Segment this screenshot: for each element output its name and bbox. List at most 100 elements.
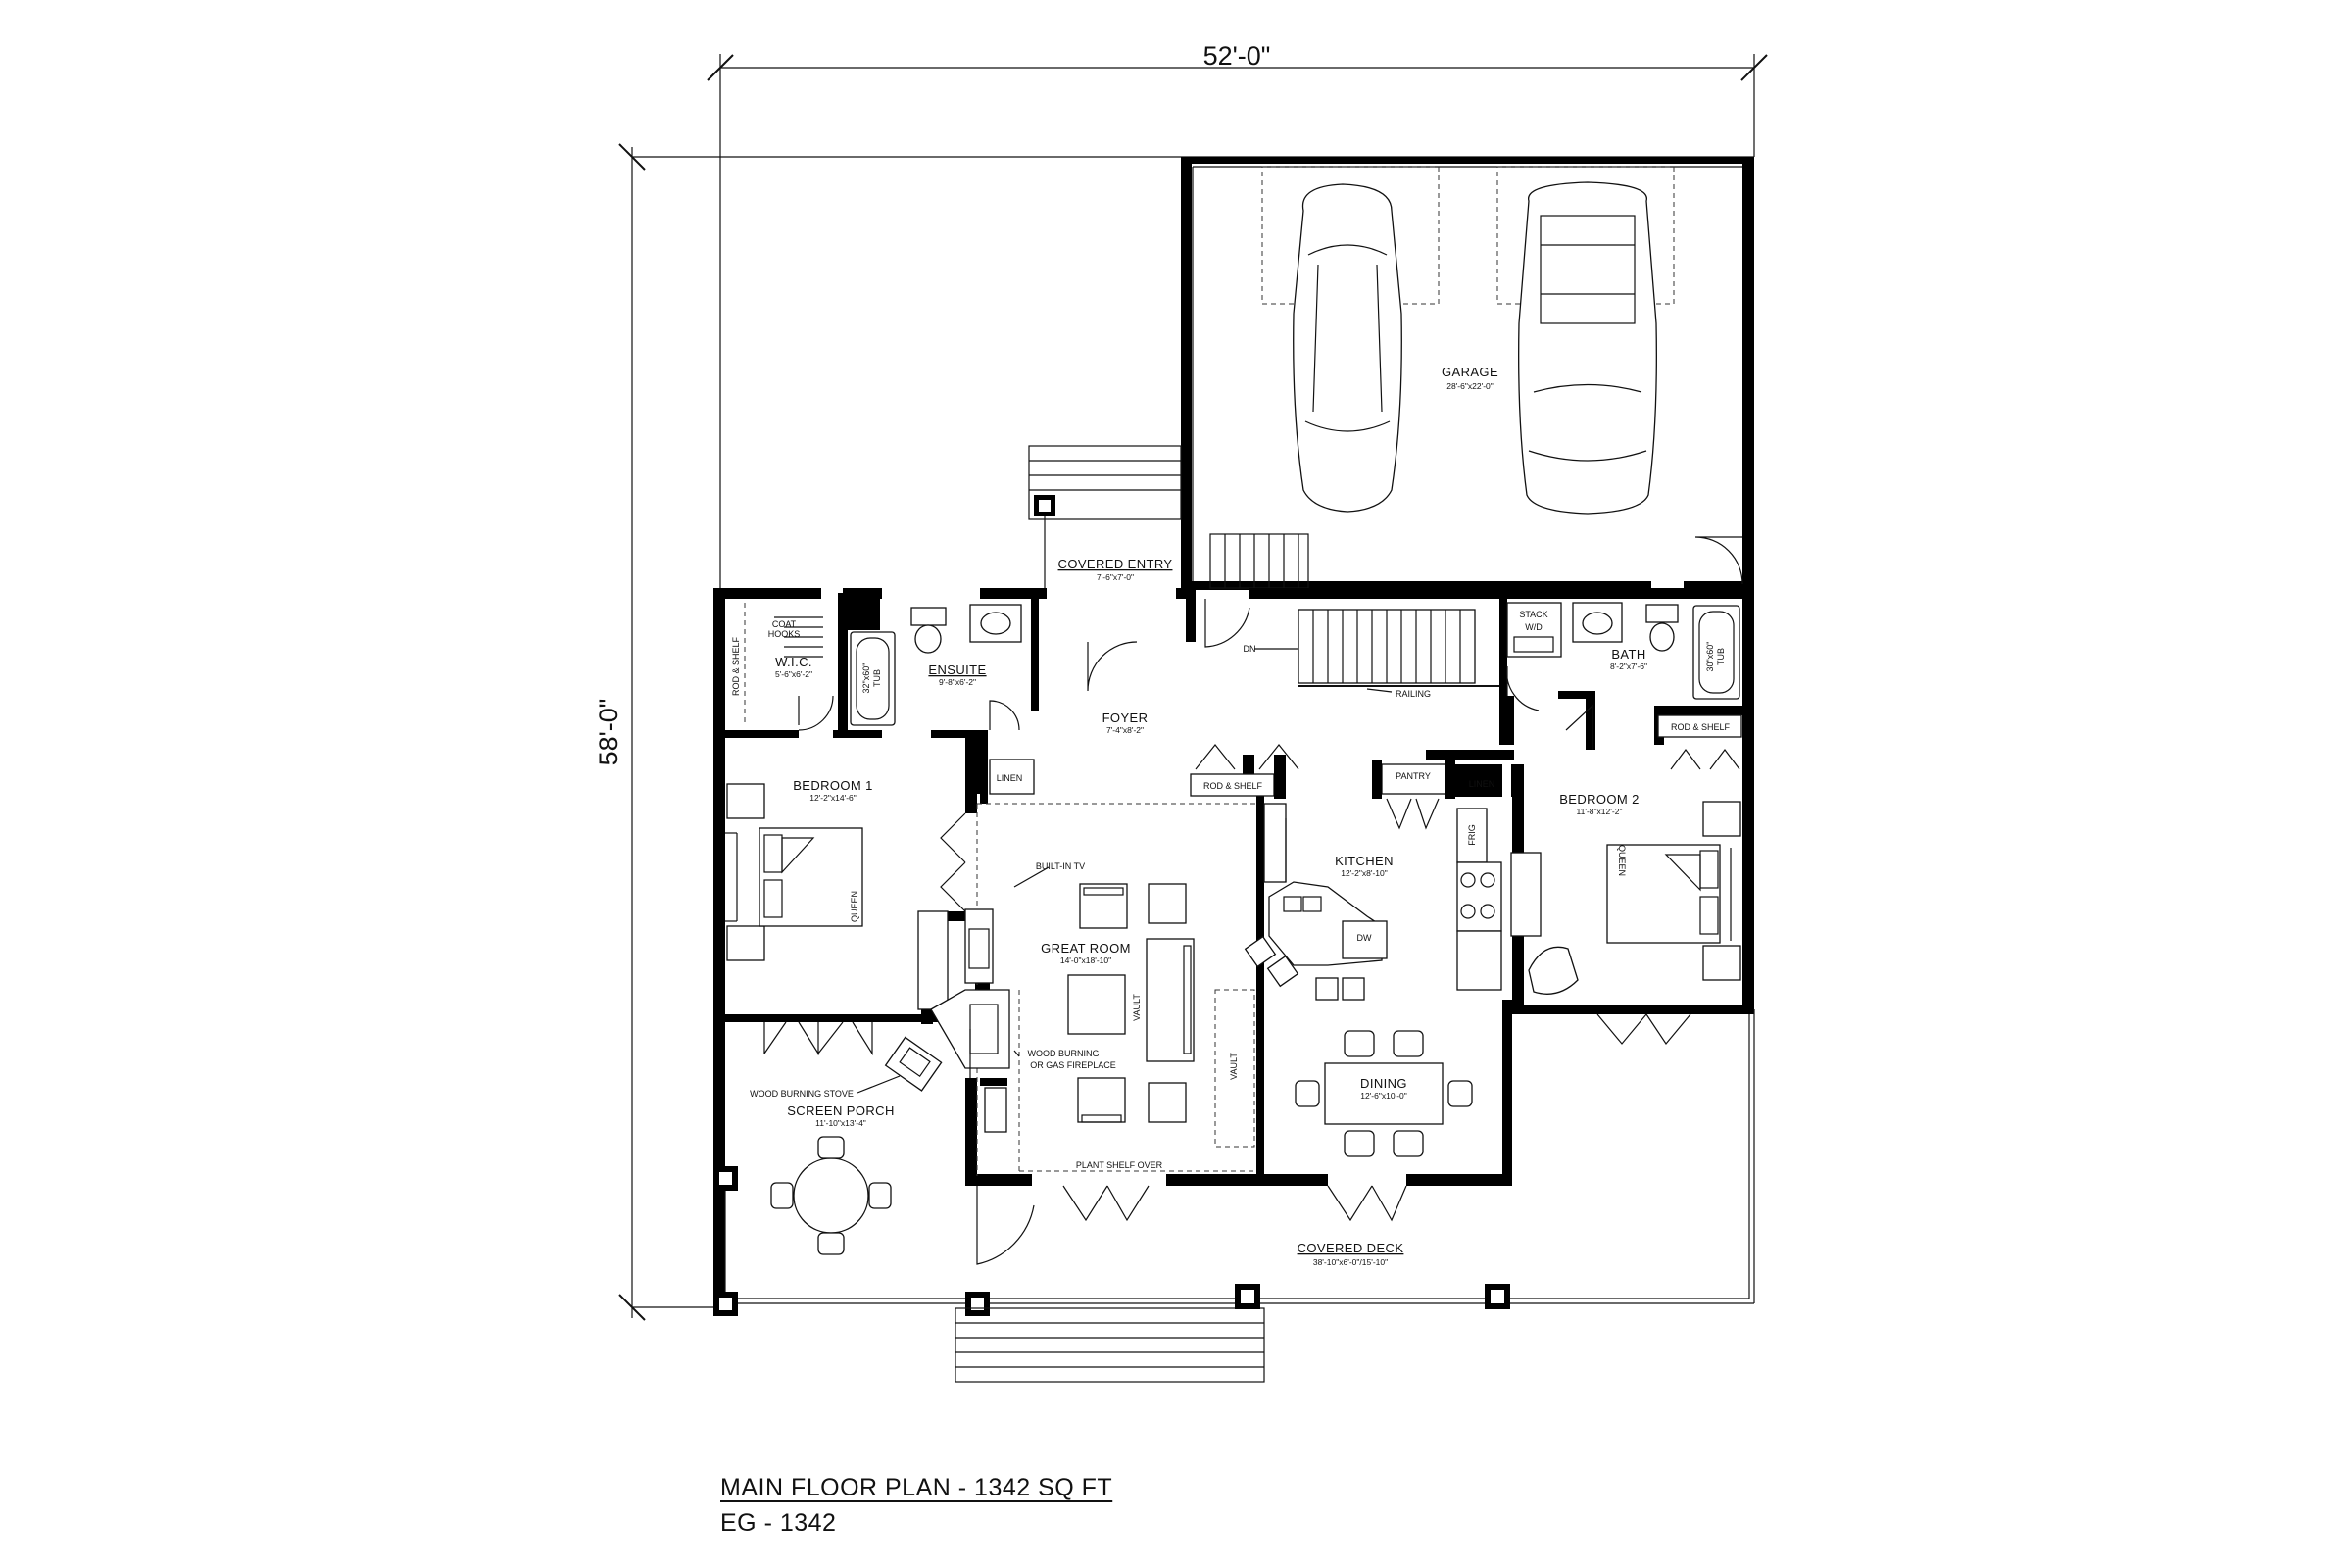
svg-text:7'-6"x7'-0": 7'-6"x7'-0" — [1097, 572, 1134, 582]
width-dimension: 52'-0" — [1203, 41, 1271, 71]
stairs — [1254, 609, 1499, 693]
svg-text:TUB: TUB — [1716, 648, 1726, 665]
garage-stairs — [1209, 533, 1309, 589]
bedroom1-queen: QUEEN — [850, 891, 859, 922]
svg-text:8'-2"x7'-6": 8'-2"x7'-6" — [1610, 662, 1647, 671]
svg-text:7'-4"x8'-2": 7'-4"x8'-2" — [1106, 725, 1144, 735]
svg-text:11'-8"x12'-2": 11'-8"x12'-2" — [1577, 807, 1623, 816]
garage-label: GARAGE 28'-6"x22'-0" — [1442, 365, 1498, 391]
svg-text:STACK: STACK — [1519, 610, 1547, 619]
svg-text:ENSUITE: ENSUITE — [928, 662, 986, 677]
svg-text:W/D: W/D — [1525, 622, 1543, 632]
plant-shelf-label: PLANT SHELF OVER — [1076, 1160, 1163, 1170]
svg-text:11'-10"x13'-4": 11'-10"x13'-4" — [815, 1118, 866, 1128]
svg-text:W.I.C.: W.I.C. — [775, 655, 812, 669]
bath-label: BATH 8'-2"x7'-6" — [1610, 647, 1647, 671]
ensuite-label: ENSUITE 9'-8"x6'-2" — [928, 662, 986, 687]
svg-text:BATH: BATH — [1611, 647, 1645, 662]
covered-entry-label: COVERED ENTRY 7'-6"x7'-0" — [1058, 557, 1173, 582]
svg-text:12'-6"x10'-0": 12'-6"x10'-0" — [1360, 1091, 1407, 1101]
railing-label: RAILING — [1396, 689, 1431, 699]
svg-text:28'-6"x22'-0": 28'-6"x22'-0" — [1446, 381, 1494, 391]
svg-text:WOOD BURNING: WOOD BURNING — [1028, 1049, 1100, 1058]
svg-text:KITCHEN: KITCHEN — [1335, 854, 1394, 868]
foyer-doors — [1087, 599, 1299, 770]
screen-porch-doors — [763, 1021, 873, 1056]
vault-label-great-room: VAULT — [1132, 994, 1142, 1021]
porch-to-great-room — [969, 1029, 1007, 1133]
deck-doors — [1062, 1013, 1691, 1222]
svg-text:5'-6"x6'-2": 5'-6"x6'-2" — [775, 669, 812, 679]
svg-text:COVERED ENTRY: COVERED ENTRY — [1058, 557, 1173, 571]
coat-hooks-label: COAT HOOKS — [768, 619, 801, 639]
garage-car-1 — [1261, 166, 1440, 513]
linen-ensuite: LINEN — [997, 773, 1023, 783]
kitchen-counters — [1244, 803, 1542, 1001]
great-room-label: GREAT ROOM 14'-0"x18'-10" — [1041, 941, 1131, 965]
rod-shelf-foyer: ROD & SHELF — [1203, 781, 1263, 791]
svg-text:FOYER: FOYER — [1102, 710, 1149, 725]
svg-text:GREAT ROOM: GREAT ROOM — [1041, 941, 1131, 956]
foyer-label: FOYER 7'-4"x8'-2" — [1102, 710, 1149, 735]
dining-table — [1295, 1030, 1473, 1157]
screen-porch-table — [770, 1136, 892, 1255]
wic-label: W.I.C. 5'-6"x6'-2" — [775, 655, 812, 679]
pantry — [1372, 760, 1455, 830]
svg-text:OR GAS FIREPLACE: OR GAS FIREPLACE — [1030, 1060, 1116, 1070]
covered-entry-steps — [1028, 445, 1182, 593]
garage-side-door — [1694, 536, 1743, 585]
bath-fixtures — [1565, 602, 1740, 750]
svg-text:9'-8"x6'-2": 9'-8"x6'-2" — [939, 677, 976, 687]
svg-text:BEDROOM 1: BEDROOM 1 — [793, 778, 873, 793]
svg-text:12'-2"x14'-6": 12'-2"x14'-6" — [809, 793, 857, 803]
svg-text:DINING: DINING — [1360, 1076, 1407, 1091]
great-room — [930, 803, 1256, 1176]
rod-shelf-bedroom2: ROD & SHELF — [1671, 722, 1731, 732]
bedroom1-label: BEDROOM 1 12'-2"x14'-6" — [793, 778, 873, 803]
bedroom1-furniture — [725, 783, 966, 1010]
covered-deck — [976, 1009, 1755, 1309]
frig-label: FRIG — [1467, 824, 1477, 846]
covered-deck-label: COVERED DECK 38'-10"x6'-0"/15'-10" — [1298, 1241, 1403, 1267]
svg-text:BEDROOM 2: BEDROOM 2 — [1559, 792, 1640, 807]
wood-stove — [857, 1036, 943, 1094]
svg-text:32"x60": 32"x60" — [861, 663, 871, 694]
wic — [744, 603, 834, 731]
svg-text:12'-2"x8'-10": 12'-2"x8'-10" — [1341, 868, 1388, 878]
dining-label: DINING 12'-6"x10'-0" — [1360, 1076, 1407, 1101]
stairs-dn: DN — [1244, 644, 1256, 654]
svg-text:30"x60": 30"x60" — [1705, 642, 1715, 672]
foyer-closet — [1190, 755, 1286, 799]
vault-label-dining: VAULT — [1229, 1053, 1239, 1080]
bedroom2-furniture — [1528, 801, 1741, 995]
built-in-tv-label: BUILT-IN TV — [1036, 861, 1085, 871]
svg-text:WOOD BURNING STOVE: WOOD BURNING STOVE — [750, 1089, 854, 1099]
linen-kitchen: LINEN — [1469, 779, 1495, 789]
bedroom2-closet — [1657, 714, 1742, 770]
svg-text:GARAGE: GARAGE — [1442, 365, 1498, 379]
plan-caption: MAIN FLOOR PLAN - 1342 SQ FT EG - 1342 — [720, 1470, 1112, 1541]
dw-label: DW — [1357, 933, 1372, 943]
bedroom2-label: BEDROOM 2 11'-8"x12'-2" — [1559, 792, 1640, 816]
svg-text:SCREEN PORCH: SCREEN PORCH — [787, 1103, 895, 1118]
bedroom2-queen: QUEEN — [1617, 845, 1627, 876]
stack-wd-label: STACK W/D — [1519, 610, 1547, 632]
kitchen-label: KITCHEN 12'-2"x8'-10" — [1335, 854, 1394, 878]
svg-text:COAT: COAT — [772, 619, 797, 629]
screen-porch-walls — [713, 1009, 990, 1316]
exterior-walls — [713, 588, 1754, 1186]
rod-shelf-wic: ROD & SHELF — [731, 636, 741, 696]
ensuite-fixtures — [850, 604, 1035, 804]
svg-text:TUB: TUB — [872, 669, 882, 687]
svg-text:14'-0"x18'-10": 14'-0"x18'-10" — [1060, 956, 1111, 965]
svg-text:38'-10"x6'-0"/15'-10": 38'-10"x6'-0"/15'-10" — [1313, 1257, 1388, 1267]
plan-title: MAIN FLOOR PLAN - 1342 SQ FT — [720, 1474, 1113, 1501]
bath-tub-label: 30"x60" TUB — [1705, 642, 1726, 672]
plan-code: EG - 1342 — [720, 1509, 837, 1537]
ensuite-tub-label: 32"x60" TUB — [861, 663, 882, 694]
garage-car-2 — [1496, 166, 1675, 514]
front-steps — [955, 1307, 1265, 1383]
fireplace-label: WOOD BURNING OR GAS FIREPLACE — [1028, 1049, 1116, 1070]
pantry-label: PANTRY — [1396, 771, 1431, 781]
